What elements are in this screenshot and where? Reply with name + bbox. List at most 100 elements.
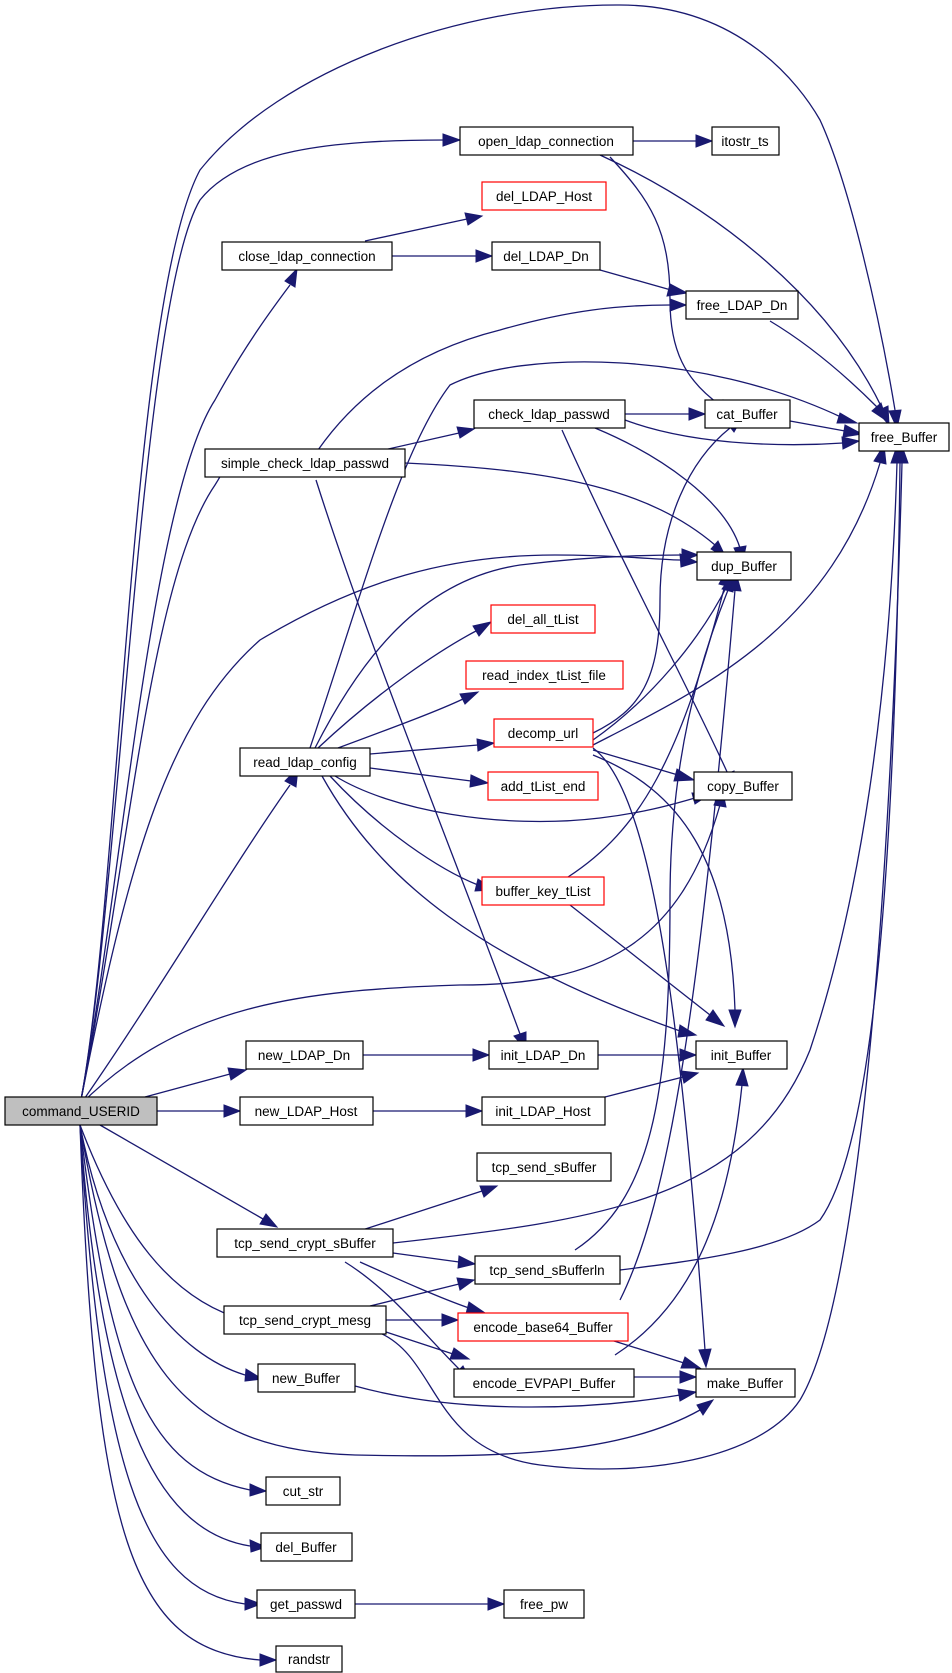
edge-encode-evpapi-buffer-to-init-buffer [614, 1066, 749, 1356]
node-copy-buffer[interactable]: copy_Buffer [693, 771, 793, 801]
node-get-passwd[interactable]: get_passwd [256, 1589, 356, 1619]
node-make-buffer[interactable]: make_Buffer [695, 1368, 796, 1398]
call-edges [79, 4, 909, 1667]
node-randstr[interactable]: randstr [275, 1645, 343, 1673]
edge-open-ldap-connection-to-free-buffer [599, 154, 890, 427]
edge-encode-base64-buffer-to-dup-buffer [619, 571, 742, 1301]
edge-new-ldap-host-to-init-ldap-host [373, 1104, 484, 1118]
edge-tcp-send-crypt-mesg-to-encode-base64-buffer [386, 1313, 460, 1327]
edge-command-userid-to-make-buffer-a [79, 1124, 715, 1457]
svg-text:buffer_key_tList: buffer_key_tList [495, 884, 590, 899]
node-encode-evpapi-buffer[interactable]: encode_EVPAPI_Buffer [453, 1368, 635, 1398]
edge-command-userid-to-new-ldap-host [157, 1104, 242, 1118]
node-init-ldap-dn[interactable]: init_LDAP_Dn [488, 1040, 599, 1070]
edge-read-ldap-config-to-del-all-tlist [317, 621, 493, 749]
node-read-index-tlist-file[interactable]: read_index_tList_file [465, 660, 624, 690]
svg-text:new_Buffer: new_Buffer [272, 1371, 341, 1386]
node-del-ldap-host[interactable]: del_LDAP_Host [481, 181, 607, 211]
node-free-buffer[interactable]: free_Buffer [858, 422, 950, 452]
node-simple-check-ldap-passwd[interactable]: simple_check_ldap_passwd [204, 448, 406, 478]
edge-command-userid-to-copy-buffer [79, 786, 727, 1106]
svg-text:open_ldap_connection: open_ldap_connection [478, 134, 614, 149]
edge-command-userid-to-tcp-send-crypt-sbuffer [99, 1124, 279, 1228]
svg-text:cat_Buffer: cat_Buffer [716, 407, 778, 422]
node-free-ldap-dn[interactable]: free_LDAP_Dn [685, 290, 799, 320]
svg-text:copy_Buffer: copy_Buffer [707, 779, 779, 794]
svg-text:new_LDAP_Host: new_LDAP_Host [255, 1104, 358, 1119]
edge-read-ldap-config-to-buffer-key-tlist [329, 775, 496, 892]
node-tcp-send-sbufferln[interactable]: tcp_send_sBufferln [474, 1255, 621, 1285]
node-decomp-url[interactable]: decomp_url [493, 718, 594, 748]
svg-text:encode_EVPAPI_Buffer: encode_EVPAPI_Buffer [473, 1376, 616, 1391]
node-init-ldap-host[interactable]: init_LDAP_Host [481, 1096, 606, 1126]
edge-command-userid-to-cut-str [79, 1124, 268, 1497]
node-itostr-ts[interactable]: itostr_ts [711, 126, 780, 156]
node-cat-buffer[interactable]: cat_Buffer [704, 399, 791, 429]
node-init-buffer[interactable]: init_Buffer [695, 1040, 788, 1070]
edge-decomp-url-to-make-buffer [592, 747, 712, 1369]
svg-text:cut_str: cut_str [283, 1484, 324, 1499]
svg-text:simple_check_ldap_passwd: simple_check_ldap_passwd [221, 456, 389, 471]
node-open-ldap-connection[interactable]: open_ldap_connection [459, 126, 634, 156]
svg-text:decomp_url: decomp_url [508, 726, 579, 741]
svg-text:del_LDAP_Host: del_LDAP_Host [496, 189, 592, 204]
node-new-ldap-dn[interactable]: new_LDAP_Dn [245, 1040, 364, 1070]
edge-tcp-send-crypt-sbuffer-to-tcp-send-sbufferln [392, 1252, 477, 1269]
node-buffer-key-tlist[interactable]: buffer_key_tList [481, 876, 605, 906]
node-del-ldap-dn[interactable]: del_LDAP_Dn [491, 241, 601, 271]
node-new-ldap-host[interactable]: new_LDAP_Host [239, 1096, 374, 1126]
edge-tcp-send-crypt-mesg-to-tcp-send-sbufferln [369, 1277, 476, 1307]
svg-text:tcp_send_crypt_mesg: tcp_send_crypt_mesg [239, 1313, 371, 1328]
edge-new-ldap-dn-to-init-ldap-dn [363, 1048, 491, 1062]
node-tcp-send-crypt-mesg[interactable]: tcp_send_crypt_mesg [223, 1305, 387, 1335]
node-check-ldap-passwd[interactable]: check_ldap_passwd [473, 399, 626, 429]
edge-check-ldap-passwd-to-dup-buffer [594, 427, 747, 567]
edge-command-userid-to-open-ldap-connection [79, 133, 462, 1106]
node-close-ldap-connection[interactable]: close_ldap_connection [221, 241, 393, 271]
node-new-buffer[interactable]: new_Buffer [257, 1363, 356, 1393]
node-read-ldap-config[interactable]: read_ldap_config [239, 747, 371, 777]
svg-text:read_index_tList_file: read_index_tList_file [482, 668, 606, 683]
edge-close-ldap-connection-to-del-ldap-host [364, 212, 484, 242]
edge-read-ldap-config-to-add-tlist-end [369, 767, 490, 788]
edge-command-userid-to-close-ldap-connection [79, 267, 298, 1106]
node-free-pw[interactable]: free_pw [503, 1589, 585, 1619]
node-command-userid[interactable]: command_USERID [4, 1096, 158, 1126]
node-del-all-tlist[interactable]: del_all_tList [490, 604, 596, 634]
node-add-tlist-end[interactable]: add_tList_end [487, 771, 599, 801]
edge-decomp-url-to-init-buffer [592, 754, 742, 1029]
node-cut-str[interactable]: cut_str [265, 1476, 341, 1506]
svg-text:tcp_send_sBufferln: tcp_send_sBufferln [489, 1263, 604, 1278]
edge-command-userid-to-get-passwd [79, 1124, 263, 1611]
svg-text:make_Buffer: make_Buffer [707, 1376, 784, 1391]
svg-text:tcp_send_sBuffer: tcp_send_sBuffer [492, 1160, 597, 1175]
edge-command-userid-to-del-buffer [79, 1124, 268, 1553]
function-nodes: command_USERID open_ldap_connection itos… [4, 126, 950, 1673]
node-dup-buffer[interactable]: dup_Buffer [696, 551, 792, 581]
edge-decomp-url-to-dup-buffer [592, 566, 736, 741]
edge-init-ldap-dn-to-init-buffer [598, 1048, 698, 1062]
edge-read-ldap-config-to-read-index-tlist-file [337, 691, 480, 749]
edge-open-ldap-connection-to-itostr-ts [633, 134, 714, 148]
svg-text:dup_Buffer: dup_Buffer [711, 559, 777, 574]
edge-check-ldap-passwd-to-free-buffer [624, 419, 861, 450]
svg-text:new_LDAP_Dn: new_LDAP_Dn [258, 1048, 350, 1063]
svg-text:init_LDAP_Dn: init_LDAP_Dn [501, 1048, 586, 1063]
node-encode-base64-buffer[interactable]: encode_base64_Buffer [457, 1312, 629, 1342]
svg-text:close_ldap_connection: close_ldap_connection [238, 249, 375, 264]
node-del-buffer[interactable]: del_Buffer [260, 1532, 353, 1562]
svg-text:get_passwd: get_passwd [270, 1597, 342, 1612]
node-tcp-send-crypt-sbuffer[interactable]: tcp_send_crypt_sBuffer [216, 1228, 394, 1258]
edge-simple-check-ldap-passwd-to-dup-buffer [404, 462, 728, 560]
edge-read-ldap-config-to-free-buffer [309, 361, 859, 749]
edge-init-ldap-host-to-init-buffer [604, 1070, 700, 1098]
svg-text:init_Buffer: init_Buffer [711, 1048, 772, 1063]
edge-tcp-send-crypt-sbuffer-to-tcp-send-sbuffer [349, 1185, 499, 1235]
edge-tcp-send-crypt-sbuffer-to-free-buffer [392, 444, 904, 1244]
node-tcp-send-sbuffer[interactable]: tcp_send_sBuffer [476, 1152, 612, 1182]
edge-tcp-send-crypt-sbuffer-to-encode-base64-buffer [359, 1261, 487, 1315]
edge-cat-buffer-to-free-buffer [789, 420, 864, 438]
edge-tcp-send-crypt-mesg-to-encode-evpapi-buffer [385, 1331, 471, 1360]
edge-tcp-send-crypt-mesg-to-free-buffer [379, 444, 909, 1470]
edge-read-ldap-config-to-init-buffer [321, 775, 698, 1038]
